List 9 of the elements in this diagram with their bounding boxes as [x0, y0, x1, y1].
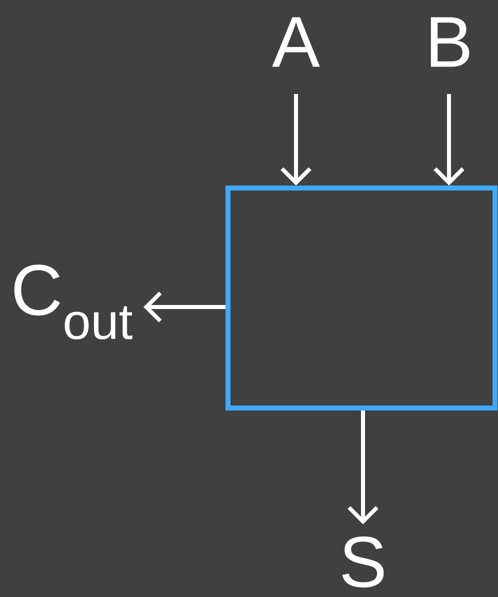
signal-label: S — [342, 536, 384, 588]
arrow — [280, 94, 312, 186]
arrow — [434, 94, 464, 186]
block-box — [226, 186, 498, 410]
arrow — [143, 292, 226, 322]
signal-label: C$_{out}$ — [14, 264, 132, 340]
arrow — [348, 410, 378, 524]
signal-label: A — [272, 17, 320, 67]
signal-label: B — [430, 17, 470, 67]
